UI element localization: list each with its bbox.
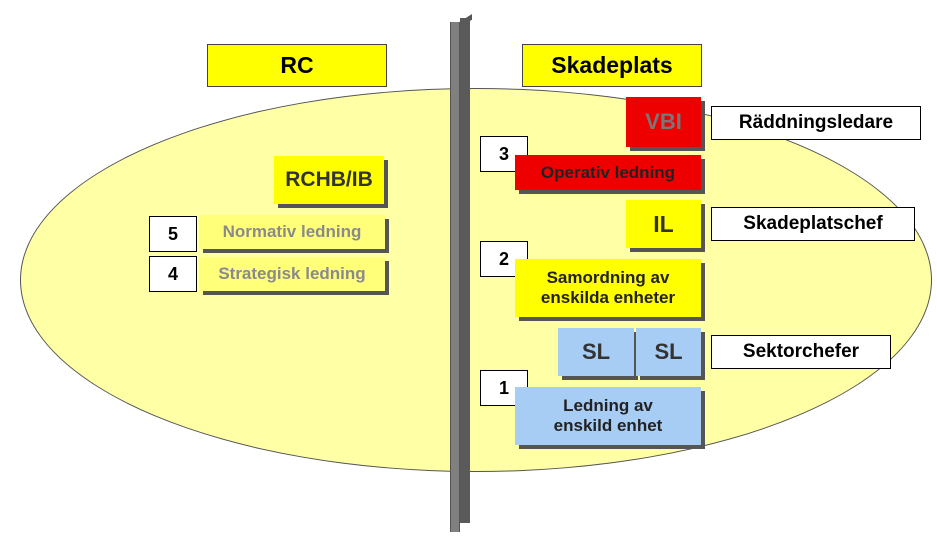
rchb-ib-box: RCHB/IB: [274, 156, 384, 204]
samordning-box: Samordning av enskilda enheter: [515, 259, 701, 317]
raddningsledare-label: Räddningsledare: [711, 106, 921, 140]
il-box: IL: [626, 200, 701, 248]
vbi-box: VBI: [626, 97, 701, 147]
strategisk-ledning-box: Strategisk ledning: [199, 257, 385, 291]
operativ-ledning-box: Operativ ledning: [515, 155, 701, 190]
normativ-ledning-box: Normativ ledning: [199, 215, 385, 249]
skadeplats-header: Skadeplats: [522, 44, 702, 87]
sektorchefer-label: Sektorchefer: [711, 335, 891, 369]
sl-box-2: SL: [636, 328, 701, 376]
divider-bar: [450, 22, 460, 532]
number-5-box: 5: [149, 216, 197, 252]
number-4-box: 4: [149, 256, 197, 292]
rc-header: RC: [207, 44, 387, 87]
skadeplatschef-label: Skadeplatschef: [711, 207, 915, 241]
sl-box-1: SL: [558, 328, 634, 376]
ledning-enskild-enhet-box: Ledning av enskild enhet: [515, 387, 701, 445]
divider-side: [460, 18, 470, 523]
